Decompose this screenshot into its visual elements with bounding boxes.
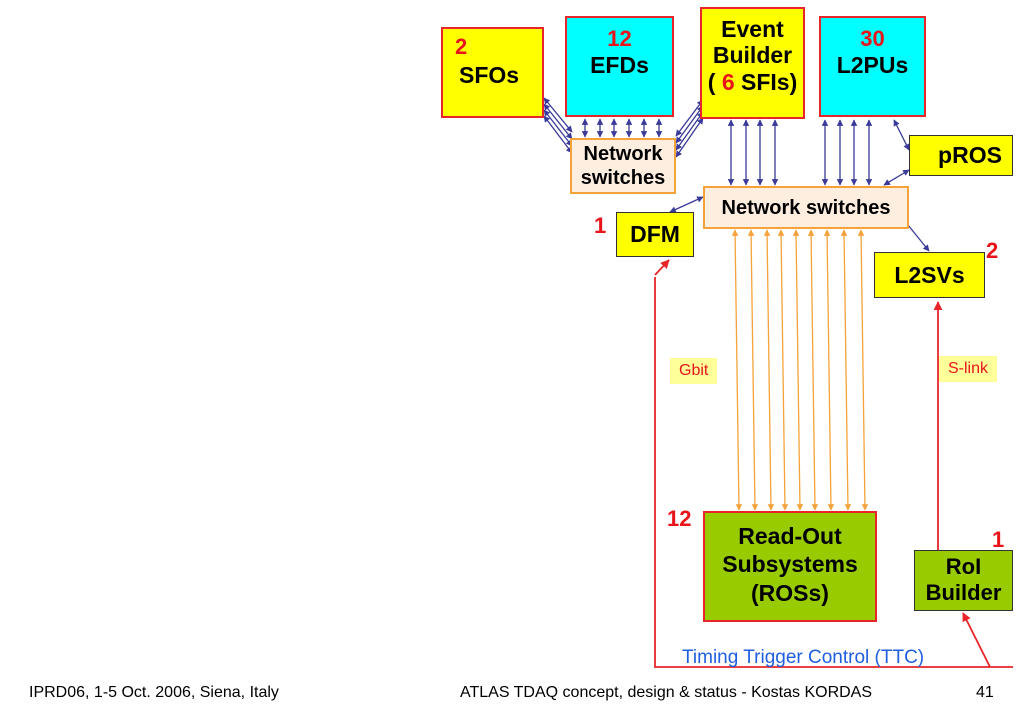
- l2svs-node: L2SVs: [874, 252, 985, 298]
- footer-title: ATLAS TDAQ concept, design & status - Ko…: [460, 684, 873, 701]
- dfm-node: DFM: [616, 212, 694, 257]
- l2svs-count: 2: [986, 238, 999, 263]
- l2-network-switches-node: Network switches: [703, 186, 909, 229]
- pros-label: pROS: [938, 142, 1002, 168]
- efds-label: EFDs: [590, 52, 649, 79]
- sfos-count: 2: [455, 34, 468, 59]
- dfm-label: DFM: [630, 221, 680, 247]
- ros-count: 12: [667, 506, 692, 531]
- ef-switches-line1: Network: [583, 143, 663, 165]
- ros-line3: (ROSs): [751, 579, 829, 606]
- ros-line1: Read-Out: [738, 523, 842, 549]
- l2-switches-label: Network switches: [721, 197, 891, 219]
- gbit-link: [823, 229, 835, 511]
- switch-l2sv-link: [907, 224, 930, 252]
- ros-line2: Subsystems: [722, 551, 858, 578]
- ttc-label: Timing Trigger Control (TTC): [682, 647, 925, 668]
- event-builder-line3: ( 6 SFIs): [707, 68, 798, 95]
- event-builder-line1: Event: [721, 16, 784, 42]
- roi-builder-node: RoI Builder: [914, 550, 1013, 611]
- efds-node: 12 EFDs: [565, 16, 674, 117]
- slink-label: S-link: [939, 356, 998, 382]
- sfi-ef-switch-link: [675, 117, 704, 158]
- gbit-link: [840, 229, 852, 511]
- page-number: 41: [976, 684, 994, 701]
- l2pus-node: 30 L2PUs: [819, 16, 926, 117]
- ttc-roi-arrow: [962, 612, 991, 668]
- gbit-link: [763, 229, 775, 511]
- sfos-label: SFOs: [459, 62, 520, 88]
- roi-builder-line1: RoI: [945, 554, 982, 579]
- gbit-link: [792, 229, 804, 511]
- footer-conference: IPRD06, 1-5 Oct. 2006, Siena, Italy: [29, 684, 279, 701]
- ros-node: Read-Out Subsystems (ROSs): [703, 511, 877, 622]
- efds-count: 12: [607, 26, 632, 51]
- event-builder-count: 6: [721, 68, 735, 95]
- l2pus-label: L2PUs: [836, 52, 909, 79]
- ttc-line: [654, 277, 1013, 668]
- l2svs-label: L2SVs: [894, 262, 965, 288]
- dfm-switch-link: [669, 196, 704, 213]
- l2pus-count: 30: [860, 26, 885, 51]
- sfo-switch-link: [543, 115, 573, 154]
- gbit-link: [747, 229, 759, 511]
- switch-pros-link: [883, 169, 910, 186]
- l2pu-pros-link: [893, 119, 910, 151]
- gbit-link: [731, 229, 743, 511]
- ef-switches-line2: switches: [580, 167, 666, 189]
- pros-node: pROS: [909, 135, 1013, 176]
- dfm-count: 1: [594, 213, 607, 238]
- sfos-node: 2 SFOs: [441, 27, 544, 118]
- gbit-link: [857, 229, 869, 511]
- event-builder-line2: Builder: [712, 42, 793, 69]
- gbit-link-label: Gbit: [670, 358, 718, 384]
- roi-builder-count: 1: [992, 527, 1005, 552]
- gbit-link: [807, 229, 819, 511]
- ttc-dfm-arrow: [654, 259, 670, 276]
- event-builder-node: Event Builder ( 6 SFIs): [700, 7, 805, 119]
- roi-builder-line2: Builder: [925, 580, 1002, 606]
- ef-network-switches-node: Network switches: [570, 138, 676, 194]
- gbit-link: [777, 229, 789, 511]
